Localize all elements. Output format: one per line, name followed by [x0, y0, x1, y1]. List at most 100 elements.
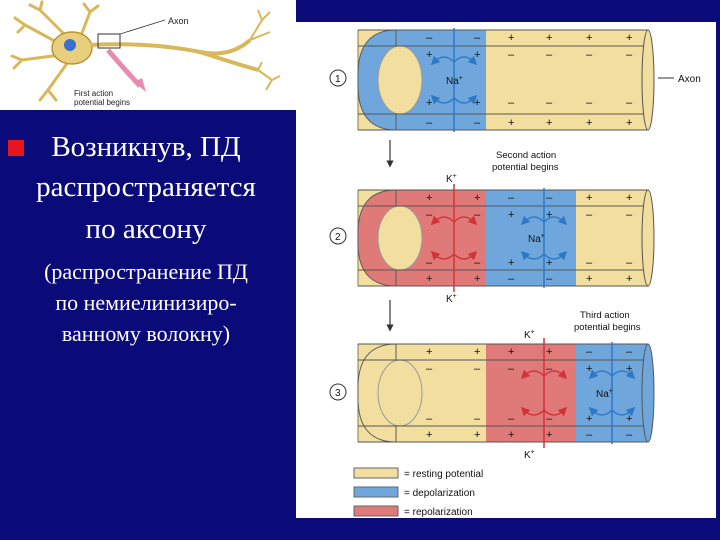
svg-text:–: –: [474, 209, 481, 221]
svg-text:+: +: [474, 97, 480, 109]
svg-text:+: +: [426, 346, 432, 358]
ion-label: Na: [596, 389, 609, 400]
svg-text:+: +: [508, 32, 514, 44]
axon-step-3: ++++–– ––––++ ––––++ ++++–– Na+ K+ K+ 3: [329, 329, 655, 461]
ion-charge: +: [541, 233, 545, 240]
svg-text:+: +: [626, 117, 632, 129]
legend-label: = resting potential: [404, 469, 483, 480]
ion-label: K: [524, 330, 531, 341]
legend: = resting potential= depolarization= rep…: [353, 467, 483, 518]
svg-text:–: –: [586, 429, 593, 441]
ion-label: Na: [446, 76, 459, 87]
svg-text:K+: K+: [524, 449, 535, 461]
svg-text:–: –: [586, 209, 593, 221]
svg-text:–: –: [426, 413, 433, 425]
svg-text:+: +: [626, 192, 632, 204]
svg-text:+: +: [626, 273, 632, 285]
svg-text:Na+: Na+: [596, 388, 613, 400]
svg-text:–: –: [626, 257, 633, 269]
ion-charge: +: [453, 293, 457, 300]
svg-text:–: –: [474, 363, 481, 375]
step-number: 2: [335, 232, 341, 243]
step3-caption-2: potential begins: [574, 322, 641, 333]
title-line-1: Возникнув, ПД: [51, 131, 241, 163]
top-bar: [296, 0, 720, 22]
svg-text:Na+: Na+: [528, 233, 545, 245]
legend-swatch: [353, 505, 399, 517]
svg-text:–: –: [626, 346, 633, 358]
svg-text:+: +: [426, 49, 432, 61]
svg-text:–: –: [508, 413, 515, 425]
svg-text:+: +: [546, 32, 552, 44]
svg-text:–: –: [586, 346, 593, 358]
legend-label: = repolarization: [404, 507, 473, 518]
svg-text:+: +: [546, 429, 552, 441]
svg-text:–: –: [586, 49, 593, 61]
svg-text:+: +: [626, 413, 632, 425]
svg-text:+: +: [626, 363, 632, 375]
svg-text:+: +: [508, 429, 514, 441]
svg-text:–: –: [426, 257, 433, 269]
svg-text:+: +: [508, 209, 514, 221]
svg-text:+: +: [474, 346, 480, 358]
svg-text:–: –: [546, 49, 553, 61]
svg-text:+: +: [508, 117, 514, 129]
title-line-3: по аксону: [85, 213, 207, 245]
svg-text:–: –: [474, 413, 481, 425]
step-number: 3: [335, 388, 341, 399]
legend-swatch: [353, 486, 399, 498]
axon-step-2: ++––++ ––++–– ––++–– ++––++ Na+ K+ K+ 2: [329, 173, 655, 305]
svg-text:+: +: [586, 413, 592, 425]
svg-text:Na+: Na+: [446, 75, 463, 87]
svg-text:+: +: [586, 363, 592, 375]
svg-text:+: +: [586, 32, 592, 44]
axon-step-1: ––++++ ++–––– ++–––– ––++++ Na+ 1 Axon: [329, 28, 701, 132]
svg-text:+: +: [474, 49, 480, 61]
svg-text:+: +: [508, 346, 514, 358]
svg-text:+: +: [546, 209, 552, 221]
ion-charge: +: [453, 173, 457, 180]
svg-text:–: –: [426, 117, 433, 129]
svg-text:K+: K+: [524, 329, 535, 341]
ion-charge: +: [531, 449, 535, 456]
bullet-square: [8, 140, 24, 156]
subtitle-line-1: (распространение ПД: [44, 259, 248, 284]
svg-text:–: –: [626, 49, 633, 61]
svg-text:–: –: [508, 192, 515, 204]
svg-text:–: –: [546, 363, 553, 375]
neuron-illustration: Axon First action potential begins: [0, 0, 296, 110]
svg-text:+: +: [426, 192, 432, 204]
svg-text:+: +: [586, 273, 592, 285]
svg-text:+: +: [586, 117, 592, 129]
svg-text:–: –: [586, 257, 593, 269]
step2-caption-2: potential begins: [492, 162, 559, 173]
svg-text:+: +: [474, 192, 480, 204]
subtitle-line-2: по немиелинизиро-: [55, 290, 237, 315]
ion-charge: +: [609, 388, 613, 395]
neuron-drawing: Axon First action potential begins: [10, 0, 281, 107]
axon-diagram: ––++++ ++–––– ++–––– ––++++ Na+ 1 Axon S…: [296, 22, 716, 518]
neuron-caption-1: First action: [74, 89, 113, 98]
ion-label: Na: [528, 234, 541, 245]
svg-text:–: –: [508, 49, 515, 61]
svg-text:+: +: [474, 273, 480, 285]
svg-text:+: +: [546, 257, 552, 269]
svg-text:–: –: [426, 363, 433, 375]
svg-text:–: –: [546, 192, 553, 204]
svg-text:+: +: [586, 192, 592, 204]
svg-text:–: –: [546, 97, 553, 109]
svg-text:–: –: [586, 97, 593, 109]
ion-label: K: [446, 294, 453, 305]
step2-caption-1: Second action: [496, 150, 556, 161]
svg-text:+: +: [626, 32, 632, 44]
ion-charge: +: [459, 75, 463, 82]
neuron-caption-2: potential begins: [74, 98, 130, 107]
svg-text:+: +: [426, 97, 432, 109]
svg-text:+: +: [426, 429, 432, 441]
svg-text:–: –: [626, 429, 633, 441]
ion-label: K: [524, 450, 531, 461]
svg-text:–: –: [508, 363, 515, 375]
neuron-axon-label: Axon: [168, 16, 189, 26]
ion-charge: +: [531, 329, 535, 336]
svg-text:–: –: [626, 209, 633, 221]
